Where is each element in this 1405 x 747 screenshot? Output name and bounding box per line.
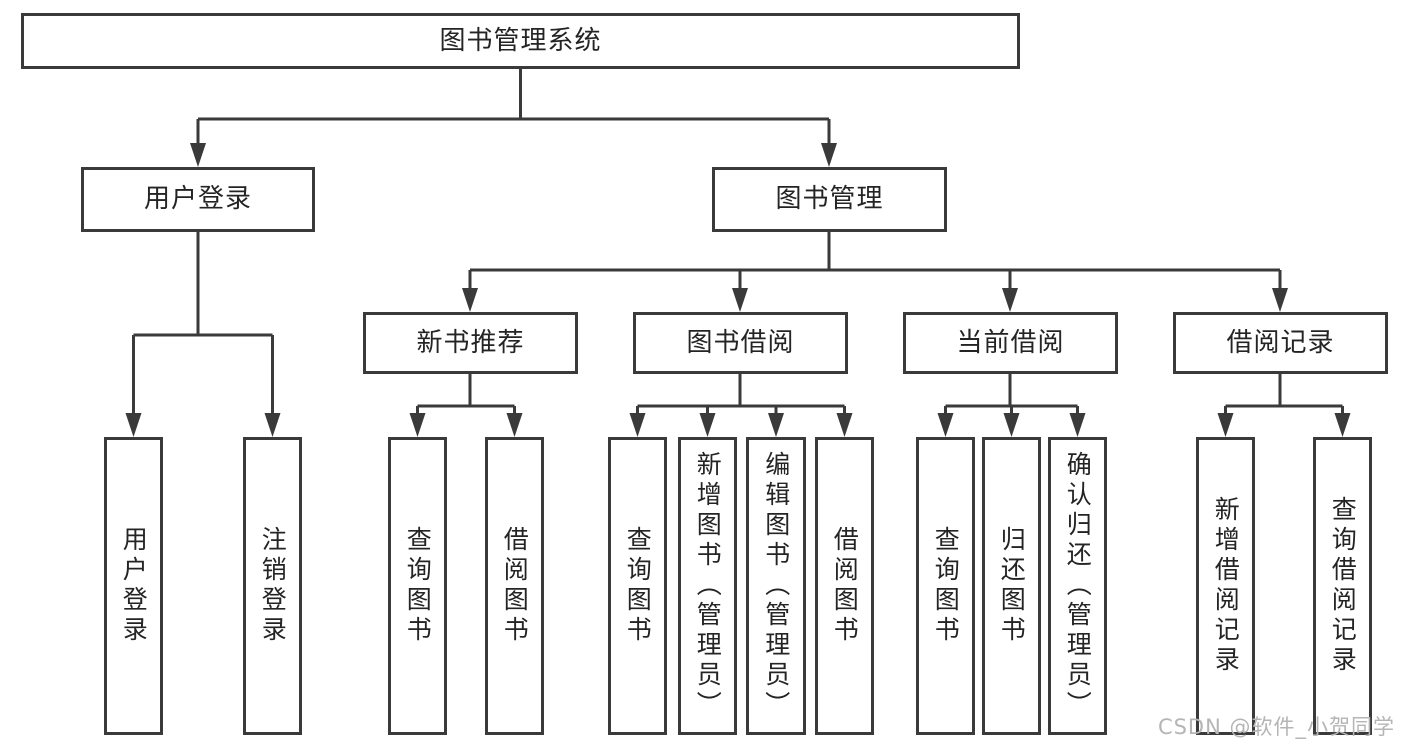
leaf-logout: 注销登录: [243, 437, 302, 735]
leaf-confirm-return-admin: 确认归还（管理员）: [1048, 437, 1107, 735]
leaf-borrow-books-1: 借阅图书: [485, 437, 544, 735]
arrowheads: [125, 143, 1351, 437]
node-user-login-branch: 用户登录: [81, 167, 315, 232]
leaf-return-books: 归还图书: [982, 437, 1041, 735]
leaf-add-borrow-record: 新增借阅记录: [1196, 437, 1255, 735]
leaf-query-books-2: 查询图书: [608, 437, 667, 735]
node-borrow-record: 借阅记录: [1173, 312, 1388, 374]
node-new-book-recommend: 新书推荐: [363, 312, 578, 374]
csdn-watermark: CSDN @软件_小贺同学: [1157, 715, 1395, 739]
node-current-borrow: 当前借阅: [903, 312, 1118, 374]
leaf-edit-books-admin: 编辑图书（管理员）: [746, 437, 806, 735]
leaf-add-books-admin: 新增图书（管理员）: [678, 437, 737, 735]
leaf-query-books-3: 查询图书: [916, 437, 975, 735]
leaf-borrow-books-2: 借阅图书: [815, 437, 874, 735]
leaf-user-login: 用户登录: [104, 437, 163, 735]
node-root-system: 图书管理系统: [21, 13, 1020, 69]
node-book-management-branch: 图书管理: [712, 167, 947, 232]
leaf-query-books-1: 查询图书: [388, 437, 447, 735]
node-book-borrow: 图书借阅: [633, 312, 848, 374]
leaf-query-borrow-record: 查询借阅记录: [1313, 437, 1372, 735]
